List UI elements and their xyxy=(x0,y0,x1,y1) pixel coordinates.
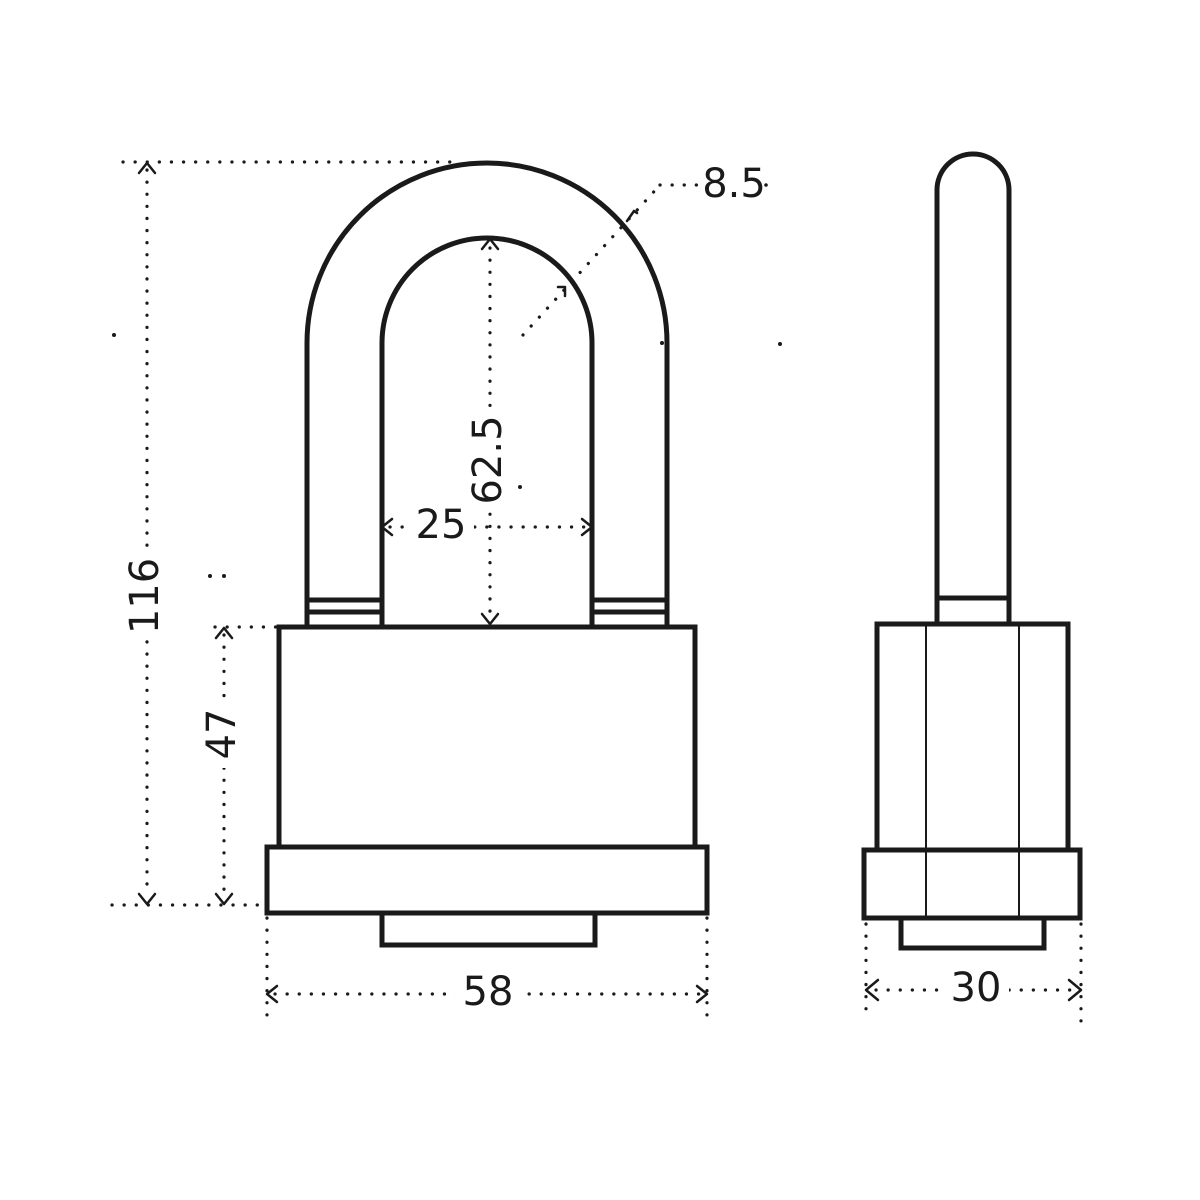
arrow-up-47 xyxy=(214,626,234,640)
front-view xyxy=(264,160,710,948)
label-shackle-width: 25 xyxy=(416,502,467,548)
dimension-shackle-diameter: 8.5 xyxy=(521,161,768,337)
arrow-down-116 xyxy=(137,892,157,906)
dimension-side-depth: 30 xyxy=(864,922,1083,1032)
label-shackle-diameter: 8.5 xyxy=(702,161,766,207)
arrow-left-30 xyxy=(864,978,880,1002)
arrow-right-30 xyxy=(1067,978,1083,1002)
shackle-collar-right xyxy=(592,597,667,615)
label-overall-height: 116 xyxy=(122,558,168,634)
side-view xyxy=(861,151,1083,951)
arrow-up-62-5 xyxy=(480,237,500,251)
label-body-width: 58 xyxy=(463,969,514,1015)
label-shackle-height: 62.5 xyxy=(465,415,511,504)
arrow-right-25 xyxy=(580,517,594,537)
construction-marks xyxy=(112,333,782,578)
dimension-body-width: 58 xyxy=(265,916,709,1027)
lock-body xyxy=(276,624,698,850)
arrow-up-116 xyxy=(137,161,157,175)
side-lock-body xyxy=(874,621,1071,853)
arrow-outer-8-5 xyxy=(625,209,639,223)
arrow-right-58 xyxy=(695,984,709,1004)
dimension-body-height: 47 xyxy=(199,625,281,906)
arrow-down-62-5 xyxy=(480,612,500,626)
arrow-inner-8-5 xyxy=(556,285,567,298)
lock-base-band xyxy=(264,844,710,916)
key-cylinder-bottom xyxy=(379,910,598,948)
arrow-down-47 xyxy=(214,892,234,906)
dimension-overall-height: 116 xyxy=(110,160,452,907)
side-key-cylinder xyxy=(898,915,1047,951)
arrow-left-25 xyxy=(380,517,394,537)
label-body-height: 47 xyxy=(199,709,245,760)
shackle-outline xyxy=(304,160,670,625)
label-side-depth: 30 xyxy=(951,965,1002,1011)
side-shackle xyxy=(934,151,1012,598)
side-shackle-collar xyxy=(934,595,1012,627)
shackle-collar-left xyxy=(307,597,382,615)
arrow-left-58 xyxy=(265,984,279,1004)
side-base-band xyxy=(861,847,1083,921)
dimension-shackle-height: 62.5 xyxy=(465,237,512,626)
dimension-shackle-width: 25 xyxy=(380,502,594,548)
